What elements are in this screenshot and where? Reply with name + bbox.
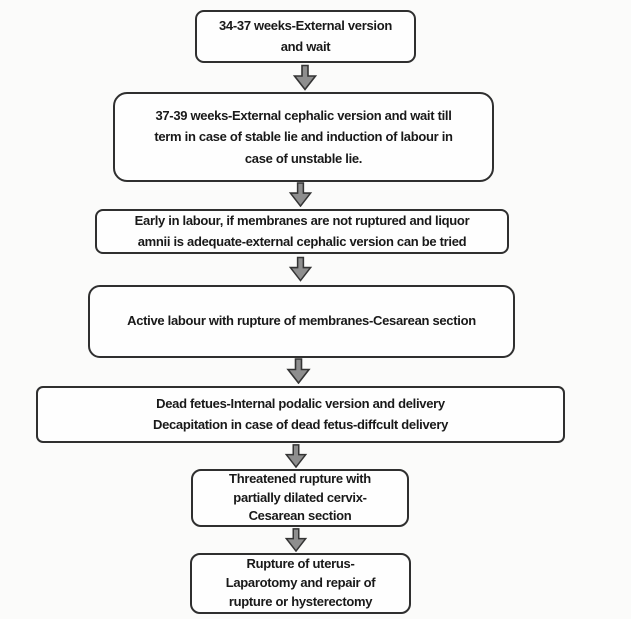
down-arrow-icon bbox=[292, 64, 318, 91]
node-text-line: Decapitation in case of dead fetus-diffc… bbox=[152, 416, 449, 432]
node-text-line: Laparotomy and repair of bbox=[225, 575, 376, 591]
down-arrow-icon bbox=[288, 256, 313, 282]
node-text-line: Dead fetues-Internal podalic version and… bbox=[156, 396, 445, 412]
flow-node-early-labour-ecv: Early in labour, if membranes are not ru… bbox=[95, 209, 509, 254]
node-text-line: Threatened rupture with bbox=[229, 471, 371, 487]
node-text-line: Active labour with rupture of membranes-… bbox=[127, 313, 476, 329]
flow-node-dead-fetus-podalic-version: Dead fetues-Internal podalic version and… bbox=[36, 386, 565, 443]
flow-node-external-version-34-37: 34-37 weeks-External version and wait bbox=[195, 10, 416, 63]
flow-node-external-cephalic-37-39: 37-39 weeks-External cephalic version an… bbox=[113, 92, 494, 182]
node-text-line: partially dilated cervix- bbox=[233, 489, 367, 505]
node-text-line: 34-37 weeks-External version bbox=[219, 18, 392, 34]
node-text-line: case of unstable lie. bbox=[244, 150, 363, 166]
node-text-line: Early in labour, if membranes are not ru… bbox=[134, 213, 470, 229]
flow-node-active-labour-cesarean: Active labour with rupture of membranes-… bbox=[88, 285, 515, 358]
node-text-line: Rupture of uterus- bbox=[246, 556, 355, 572]
node-text-line: rupture or hysterectomy bbox=[228, 593, 373, 609]
node-text-line: and wait bbox=[280, 38, 331, 54]
down-arrow-icon bbox=[286, 358, 311, 384]
node-text-line: term in case of stable lie and induction… bbox=[154, 129, 453, 145]
node-text-line: Cesarean section bbox=[248, 508, 352, 524]
node-text-line: amnii is adequate-external cephalic vers… bbox=[137, 233, 467, 249]
node-text-line: 37-39 weeks-External cephalic version an… bbox=[155, 107, 452, 123]
down-arrow-icon bbox=[284, 528, 308, 552]
down-arrow-icon bbox=[284, 444, 308, 468]
flow-node-rupture-uterus-laparotomy: Rupture of uterus- Laparotomy and repair… bbox=[190, 553, 411, 614]
flow-node-threatened-rupture-cesarean: Threatened rupture with partially dilate… bbox=[191, 469, 409, 527]
down-arrow-icon bbox=[288, 182, 313, 207]
